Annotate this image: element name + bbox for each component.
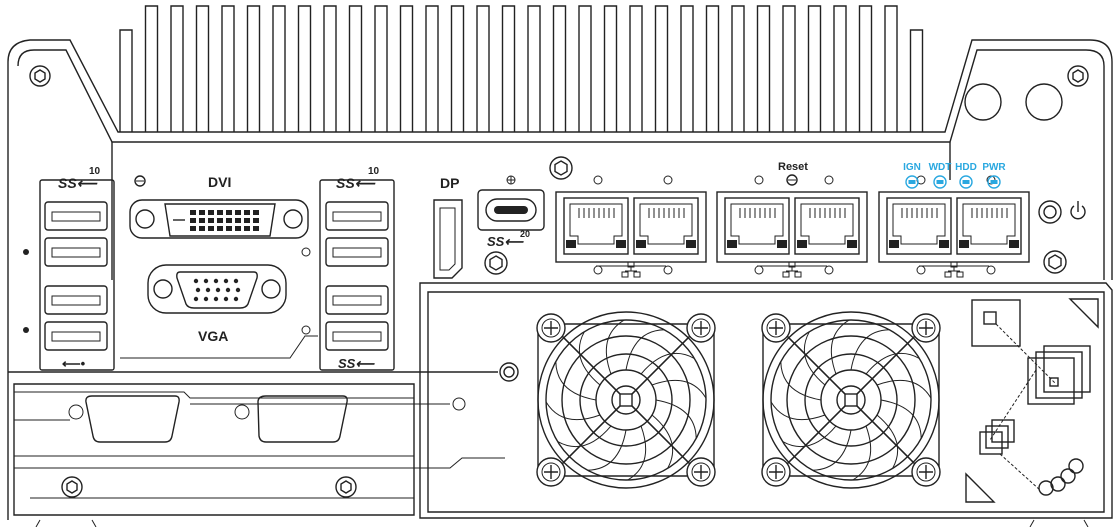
usb-speed-label: 10 bbox=[89, 166, 101, 177]
serial-port-1[interactable] bbox=[85, 395, 180, 443]
power-button[interactable] bbox=[1038, 200, 1086, 224]
ss-usb-icon: SS⟵ bbox=[336, 175, 376, 191]
network-icon bbox=[944, 261, 964, 278]
led-wdt: WDT bbox=[929, 162, 952, 189]
led-pwr: PWR bbox=[982, 162, 1006, 189]
dvi-port[interactable]: DVI bbox=[129, 174, 309, 239]
phillips-screw-icon bbox=[761, 313, 791, 343]
dp-label: DP bbox=[440, 175, 459, 191]
phillips-screw-icon bbox=[911, 313, 941, 343]
serial-port-2[interactable] bbox=[257, 395, 348, 443]
usb-c-port[interactable]: SS⟵ 20 bbox=[477, 175, 545, 275]
chassis-outline bbox=[7, 39, 1113, 520]
usb-speed-label: 10 bbox=[368, 166, 380, 177]
phillips-screw-icon bbox=[536, 457, 566, 487]
reset-label: Reset bbox=[778, 161, 808, 173]
trace-line bbox=[120, 335, 318, 359]
lan-group-1 bbox=[555, 175, 707, 278]
displayport[interactable]: DP bbox=[433, 175, 463, 279]
usb-port-l4[interactable] bbox=[44, 321, 108, 351]
led-label: HDD bbox=[955, 162, 977, 173]
usb-port-l2[interactable] bbox=[44, 237, 108, 267]
reset-button[interactable]: Reset bbox=[778, 161, 808, 186]
hex-screw-icon bbox=[1043, 250, 1067, 274]
led-hdd: HDD bbox=[955, 162, 977, 189]
ss-usb-icon: SS⟵ bbox=[338, 356, 375, 371]
usb-port-l1[interactable] bbox=[44, 201, 108, 231]
usb-stack-left: SS⟵ 10 ⟵• bbox=[23, 166, 115, 371]
led-label: WDT bbox=[929, 162, 952, 173]
usb-icon: ⟵• bbox=[62, 356, 86, 371]
hex-screw-icon bbox=[549, 156, 573, 180]
lan-group-2 bbox=[716, 175, 868, 278]
cooling-fan-2 bbox=[761, 311, 941, 489]
mount-hole-2 bbox=[1025, 83, 1063, 121]
usb-port-r2[interactable] bbox=[325, 237, 389, 267]
usb-port-r1[interactable] bbox=[325, 201, 389, 231]
lan-group-3 bbox=[878, 175, 1030, 278]
mount-hole-1 bbox=[964, 83, 1002, 121]
phillips-screw-icon bbox=[911, 457, 941, 487]
network-icon bbox=[621, 261, 641, 278]
phillips-screw-icon bbox=[761, 457, 791, 487]
network-icon bbox=[782, 261, 802, 278]
vga-port[interactable]: VGA bbox=[147, 264, 287, 344]
dvi-label: DVI bbox=[208, 174, 231, 190]
usb-port-r4[interactable] bbox=[325, 321, 389, 351]
lan-ports bbox=[555, 175, 1030, 278]
led-ign: IGN bbox=[903, 162, 921, 189]
led-label: PWR bbox=[982, 162, 1006, 173]
screw-top-left bbox=[29, 65, 51, 87]
fan-module bbox=[419, 282, 1113, 519]
lower-bracket bbox=[8, 362, 519, 516]
cooling-fan-1 bbox=[536, 311, 716, 489]
phillips-screw-icon bbox=[686, 313, 716, 343]
hex-screw-icon bbox=[484, 251, 508, 275]
rj45-port[interactable] bbox=[633, 197, 699, 255]
screw-top-right bbox=[1067, 65, 1089, 87]
hex-screw-icon bbox=[335, 476, 357, 498]
rj45-port[interactable] bbox=[724, 197, 790, 255]
vga-label: VGA bbox=[198, 328, 228, 344]
usb-speed-label: 20 bbox=[520, 229, 530, 239]
heatsink-fins bbox=[119, 5, 924, 132]
phillips-screw-icon bbox=[686, 457, 716, 487]
rj45-port[interactable] bbox=[563, 197, 629, 255]
rj45-port[interactable] bbox=[794, 197, 860, 255]
decorative-pattern bbox=[971, 299, 1091, 496]
usb-port-r3[interactable] bbox=[325, 285, 389, 315]
usb-stack-right: SS⟵ 10 SS⟵ bbox=[319, 166, 395, 371]
usb-port-l3[interactable] bbox=[44, 285, 108, 315]
hex-screw-icon bbox=[61, 476, 83, 498]
power-icon bbox=[1070, 201, 1086, 220]
ss-usb-icon: SS⟵ bbox=[487, 234, 524, 249]
phillips-screw-icon bbox=[536, 313, 566, 343]
ss-usb-icon: SS⟵ bbox=[58, 175, 98, 191]
rj45-port[interactable] bbox=[886, 197, 952, 255]
rj45-port[interactable] bbox=[956, 197, 1022, 255]
led-label: IGN bbox=[903, 162, 921, 173]
